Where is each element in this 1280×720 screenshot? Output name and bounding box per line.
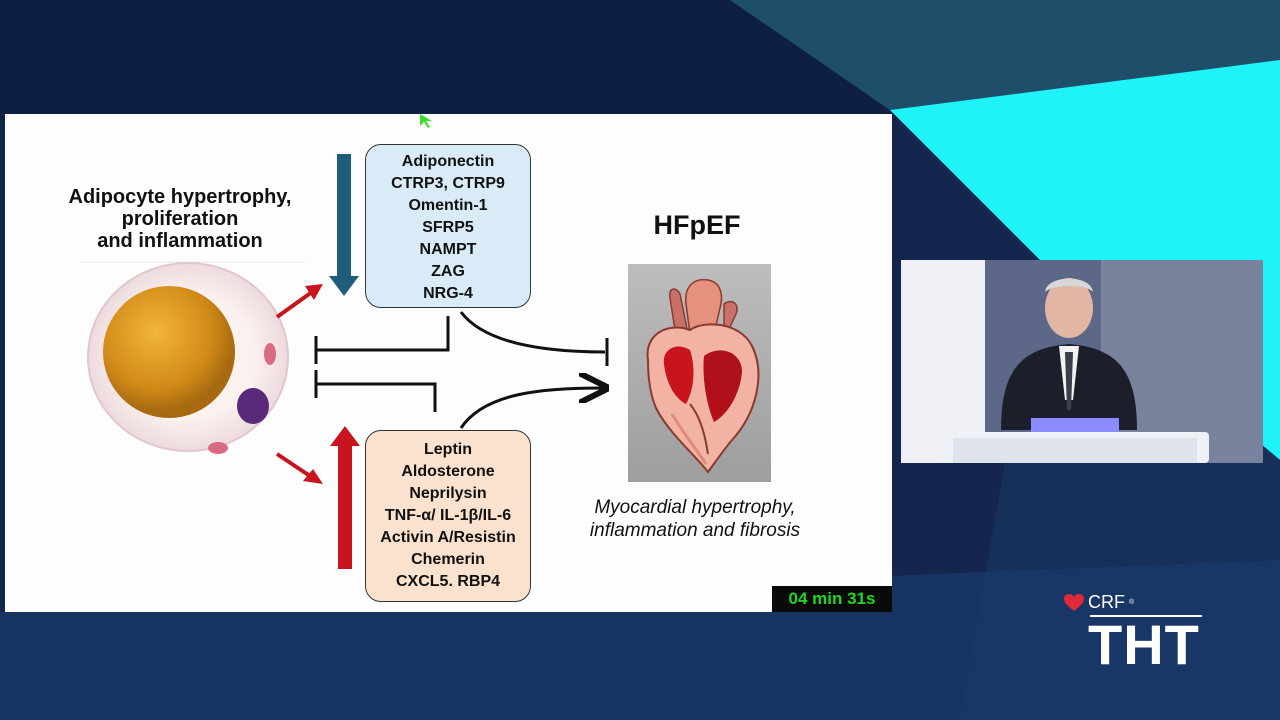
presentation-slide: Adipocyte hypertrophy, proliferation and… bbox=[5, 114, 892, 612]
tht-logo-text: THT bbox=[1088, 613, 1200, 676]
adipocyte-cell-icon bbox=[87, 262, 289, 454]
factor-item: Chemerin bbox=[411, 551, 485, 568]
logo-divider bbox=[1090, 615, 1202, 617]
slide-diagram bbox=[80, 154, 892, 569]
factor-item: SFRP5 bbox=[422, 219, 474, 236]
blue-down-arrow bbox=[329, 154, 359, 296]
crf-logo-text: CRF bbox=[1088, 592, 1125, 612]
factor-item: Neprilysin bbox=[409, 485, 487, 502]
hfpef-title: HFpEF bbox=[653, 210, 741, 240]
factor-item: Activin A/Resistin bbox=[380, 529, 516, 546]
protective-factors-box: Adiponectin CTRP3, CTRP9 Omentin-1 SFRP5… bbox=[365, 144, 531, 308]
red-diagonal-arrow-up bbox=[275, 284, 323, 319]
activation-curve-to-heart bbox=[459, 388, 603, 429]
inhibition-curve-to-heart bbox=[459, 311, 609, 366]
elapsed-timer: 04 min 31s bbox=[772, 586, 892, 612]
adipocyte-title: Adipocyte hypertrophy, proliferation and… bbox=[68, 186, 292, 252]
speaker-video bbox=[901, 260, 1263, 463]
factor-item: ZAG bbox=[431, 263, 465, 280]
factor-item: NRG-4 bbox=[423, 285, 473, 302]
factor-item: NAMPT bbox=[419, 241, 477, 258]
factor-item: Leptin bbox=[424, 441, 472, 458]
cursor-arrow-icon bbox=[420, 114, 432, 128]
inhibition-line-bottom bbox=[314, 370, 437, 412]
factor-item: Omentin-1 bbox=[408, 197, 488, 214]
crf-logo: CRF ® bbox=[1064, 592, 1134, 613]
factor-item: Adiponectin bbox=[401, 153, 495, 170]
red-diagonal-arrow-down bbox=[275, 452, 323, 484]
heart-logo-icon bbox=[1064, 593, 1084, 611]
heart-caption: Myocardial hypertrophy, inflammation and… bbox=[589, 497, 801, 541]
factor-item: Aldosterone bbox=[401, 463, 495, 480]
factor-item: CTRP3, CTRP9 bbox=[391, 175, 505, 192]
factor-item: TNF-α/ IL-1β/IL-6 bbox=[384, 507, 512, 524]
inhibition-line-top bbox=[314, 316, 450, 364]
registered-mark: ® bbox=[1129, 599, 1135, 606]
heart-anatomy-icon bbox=[628, 264, 771, 482]
factor-item: CXCL5. RBP4 bbox=[395, 573, 501, 590]
red-up-arrow bbox=[330, 426, 360, 569]
harmful-factors-box: Leptin Aldosterone Neprilysin TNF-α/ IL-… bbox=[365, 430, 531, 602]
